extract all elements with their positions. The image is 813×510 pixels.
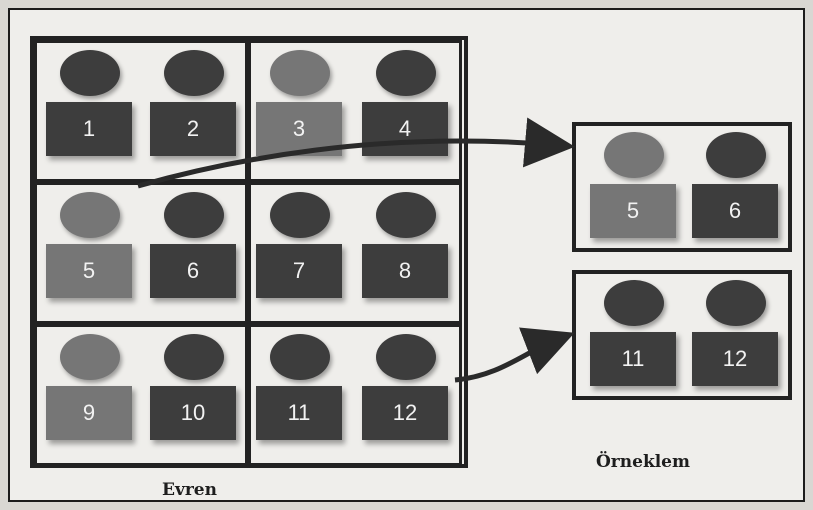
- person-figure: 11: [590, 280, 682, 390]
- person-figure: 1: [46, 50, 138, 160]
- population-label: Evren: [162, 480, 217, 500]
- person-figure: 2: [150, 50, 242, 160]
- person-head: [164, 192, 224, 238]
- arrow-to-sample-1: [137, 117, 575, 189]
- person-figure: 4: [362, 50, 454, 160]
- person-head: [706, 280, 766, 326]
- population-cell: [248, 182, 462, 324]
- person-head: [270, 50, 330, 96]
- person-figure: 5: [590, 132, 682, 242]
- person-figure: 12: [362, 334, 454, 444]
- sample-label: Örneklem: [596, 452, 690, 472]
- person-number: 11: [256, 386, 342, 440]
- person-number: 6: [692, 184, 778, 238]
- person-figure: 6: [692, 132, 784, 242]
- person-head: [60, 50, 120, 96]
- person-number: 11: [590, 332, 676, 386]
- person-head: [376, 192, 436, 238]
- arrow-to-sample-2: [454, 327, 575, 383]
- person-figure: 8: [362, 192, 454, 302]
- person-figure: 11: [256, 334, 348, 444]
- person-figure: 9: [46, 334, 138, 444]
- person-number: 4: [362, 102, 448, 156]
- sample-box-1: [572, 122, 792, 252]
- person-head: [270, 334, 330, 380]
- person-head: [706, 132, 766, 178]
- person-figure: 12: [692, 280, 784, 390]
- person-number: 9: [46, 386, 132, 440]
- person-head: [376, 50, 436, 96]
- person-head: [60, 334, 120, 380]
- person-number: 8: [362, 244, 448, 298]
- person-number: 12: [692, 332, 778, 386]
- person-number: 10: [150, 386, 236, 440]
- person-figure: 7: [256, 192, 348, 302]
- person-head: [376, 334, 436, 380]
- person-number: 2: [150, 102, 236, 156]
- person-head: [164, 334, 224, 380]
- person-head: [60, 192, 120, 238]
- person-number: 6: [150, 244, 236, 298]
- person-figure: 5: [46, 192, 138, 302]
- person-head: [604, 132, 664, 178]
- person-head: [270, 192, 330, 238]
- population-cell: [248, 324, 462, 466]
- person-head: [604, 280, 664, 326]
- person-number: 12: [362, 386, 448, 440]
- person-figure: 10: [150, 334, 242, 444]
- population-grid: [30, 36, 468, 468]
- person-number: 5: [590, 184, 676, 238]
- population-cell: [34, 40, 248, 182]
- population-cell: [34, 324, 248, 466]
- person-number: 7: [256, 244, 342, 298]
- person-number: 5: [46, 244, 132, 298]
- person-figure: 6: [150, 192, 242, 302]
- person-head: [164, 50, 224, 96]
- population-cell: [248, 40, 462, 182]
- person-number: 1: [46, 102, 132, 156]
